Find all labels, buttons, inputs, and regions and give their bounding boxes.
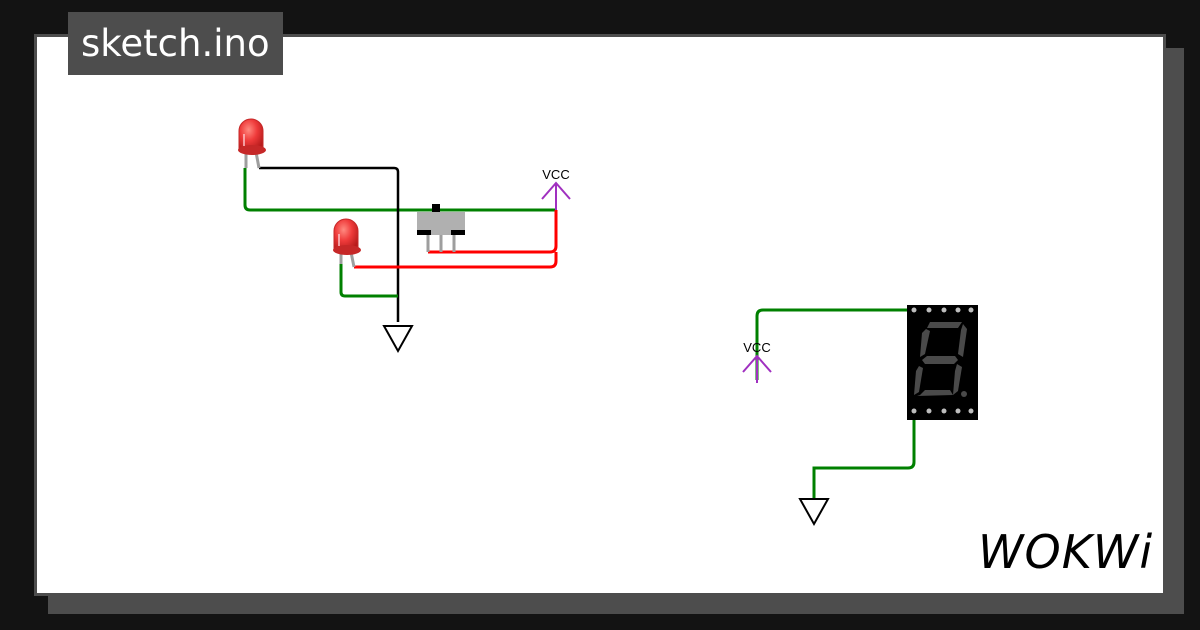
led-2[interactable]: [333, 218, 361, 268]
wire-red-led2-vcc[interactable]: [354, 252, 558, 269]
sketch-title: sketch.ino: [68, 12, 283, 75]
wire-green-vcc-display[interactable]: [755, 308, 944, 380]
wire-red-switch-vcc[interactable]: [428, 210, 558, 254]
ground-symbol-1[interactable]: [382, 325, 414, 354]
led-1[interactable]: [238, 118, 266, 169]
vcc-label-1: VCC: [542, 167, 569, 182]
seven-segment-display[interactable]: [907, 305, 978, 420]
wire-black-led1-gnd[interactable]: [259, 166, 400, 322]
slide-switch[interactable]: [417, 204, 465, 252]
wire-green-led2-gnd[interactable]: [339, 262, 398, 298]
wire-green-display-gnd[interactable]: [812, 410, 916, 498]
vcc-label-2: VCC: [743, 340, 770, 355]
ground-symbol-2[interactable]: [798, 498, 830, 527]
wire-green-led1-vcc[interactable]: [243, 168, 556, 212]
display-pins-top: [911, 307, 974, 313]
vcc-symbol-1[interactable]: VCC: [541, 167, 571, 210]
wokwi-logo-text: WOKWi: [978, 525, 1153, 579]
display-segments: [914, 322, 967, 397]
wokwi-logo: WOKWi: [978, 525, 1153, 579]
vcc-symbol-2[interactable]: VCC: [742, 340, 772, 383]
display-pins-bottom: [911, 408, 974, 414]
